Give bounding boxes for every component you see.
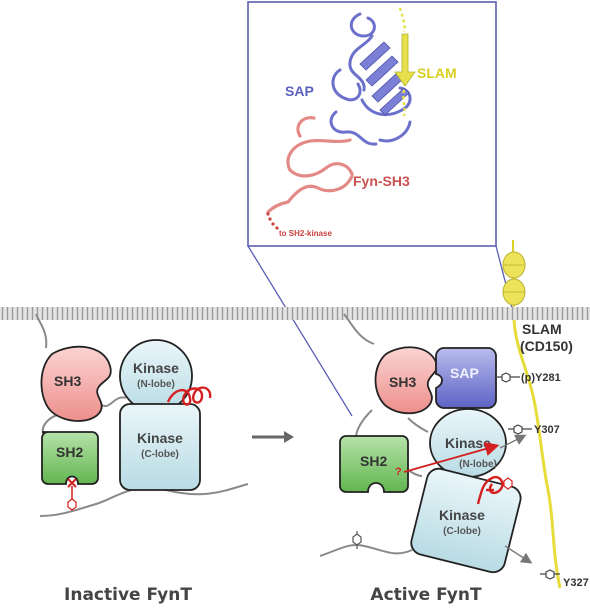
y327-hexagon-icon — [545, 569, 555, 580]
arrow-to-y307 — [499, 434, 527, 449]
inactive-caption: Inactive FynT — [64, 585, 192, 605]
inactive-pY-cross-icon — [67, 478, 77, 488]
structure-inset: SAP SLAM Fyn-SH3 to SH2-kinase — [247, 1, 513, 417]
slam-peptide — [394, 7, 416, 117]
y281-hexagon-icon — [501, 372, 511, 383]
active-pY-loop-hexagon-icon — [503, 477, 513, 490]
transition-arrow — [252, 431, 294, 443]
inactive-kinase-c-label: Kinase — [137, 430, 183, 446]
inset-frame — [247, 1, 497, 247]
active-sap-domain — [435, 347, 497, 409]
question-mark: ? — [395, 466, 402, 478]
arrow-to-y327 — [504, 545, 533, 564]
slam-receptor-name: SLAM — [522, 321, 562, 337]
y281-label: (p)Y281 — [521, 372, 561, 384]
inactive-sh2-label: SH2 — [56, 444, 83, 460]
slam-y307-site: Y307 — [508, 424, 560, 436]
slam-y327-site: Y327 — [540, 569, 589, 589]
slam-y281-site: (p)Y281 — [496, 372, 561, 384]
inactive-activation-loop — [166, 386, 212, 406]
inactive-kinase-n-lobe — [119, 339, 193, 413]
fyn-sh3-linker — [266, 212, 279, 230]
fyn-sh3-ribbon — [266, 116, 354, 214]
inactive-kinase-c-sub: (C-lobe) — [141, 449, 179, 460]
sap-label: SAP — [285, 83, 314, 99]
linker-note: to SH2-kinase — [279, 229, 332, 238]
slam-cytoplasmic-tail — [512, 319, 562, 589]
slam-receptor-alias: (CD150) — [520, 338, 573, 354]
active-sh2-domain — [339, 435, 409, 493]
active-kinase-c-sub: (C-lobe) — [443, 526, 481, 537]
active-kinase-n-sub: (N-lobe) — [459, 459, 497, 470]
active-caption: Active FynT — [370, 585, 482, 605]
active-kinase-n-label: Kinase — [445, 435, 491, 451]
inactive-sh3-domain — [40, 345, 112, 422]
inactive-kinase-n-label: Kinase — [133, 360, 179, 376]
slam-ectodomain — [502, 239, 526, 319]
inactive-sh2-domain — [41, 431, 99, 485]
active-activation-loop — [476, 475, 504, 505]
active-sap-label: SAP — [450, 365, 479, 381]
y327-label: Y327 — [563, 577, 589, 589]
sap-beta-sheet — [359, 41, 410, 116]
y307-label: Y307 — [534, 424, 560, 436]
inactive-sh3-label: SH3 — [54, 373, 81, 389]
active-kinase-c-label: Kinase — [439, 507, 485, 523]
inactive-pY-hexagon-icon — [67, 498, 77, 511]
active-fynt: SH3 SAP SH2 Kinase (N-lobe) Kinase (C-lo… — [319, 313, 533, 574]
sh2-to-kinase-arrow — [403, 442, 500, 473]
inactive-fynt: SH3 SH2 Kinase (N-lobe) Kinase (C-lobe) — [35, 313, 249, 517]
fyn-sh3-label: Fyn-SH3 — [353, 173, 410, 189]
plasma-membrane — [0, 307, 590, 320]
active-sh2-label: SH2 — [360, 453, 387, 469]
zoom-line-left — [247, 245, 353, 417]
active-kinase-c-lobe — [410, 467, 522, 574]
active-sh3-domain — [374, 346, 438, 415]
active-pY-hexagon-icon — [352, 533, 362, 546]
inactive-kinase-n-sub: (N-lobe) — [137, 379, 175, 390]
y307-hexagon-icon — [513, 424, 523, 435]
inactive-kinase-c-lobe — [119, 403, 201, 491]
slam-label: SLAM — [417, 65, 457, 81]
active-sh3-label: SH3 — [389, 374, 416, 390]
